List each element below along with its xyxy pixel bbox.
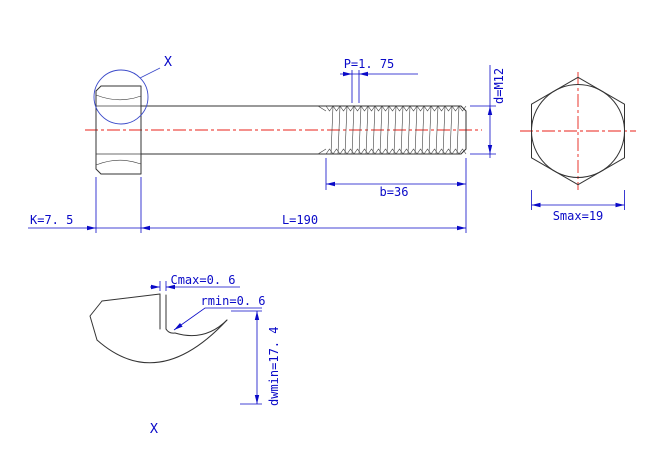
dim-across-flats-text: Smax=19 — [553, 209, 604, 223]
dim-length-arrow-right — [457, 225, 466, 231]
dim-length-text: L=190 — [282, 213, 318, 227]
dim-washer-face-arrow-top — [254, 311, 260, 320]
dim-chamfer-arrow-left — [151, 284, 160, 290]
dim-length-arrow-left — [141, 225, 150, 231]
detail-bearing-surface-arc — [96, 319, 228, 364]
detail-leader-line — [139, 67, 161, 79]
detail-chamfer-lines — [159, 293, 167, 330]
thread-runout-lines — [317, 105, 327, 155]
dim-head-height-arrow-left — [87, 225, 96, 231]
thread-flank-lines — [330, 105, 460, 155]
chamfer-circle — [531, 84, 625, 178]
end-view: Smax=19 — [520, 72, 636, 223]
dim-chamfer-arrow-right — [166, 284, 175, 290]
bolt-head-chamfer-arcs — [95, 94, 142, 166]
bolt-head-face-lines — [96, 105, 141, 155]
dim-pitch: P=1. 75 — [340, 57, 418, 103]
dim-pitch-text: P=1. 75 — [344, 57, 395, 71]
main-view: X P=1. 75 d=M12 b=36 K=7. — [28, 54, 506, 233]
dim-pitch-arrow-right — [359, 71, 368, 77]
dim-chamfer-lines — [150, 281, 240, 291]
dim-washer-face-arrow-bottom — [254, 395, 260, 404]
dim-washer-face-text: dwmin=17. 4 — [267, 327, 281, 406]
dim-across-flats-lines — [531, 190, 625, 210]
dim-washer-face: dwmin=17. 4 — [231, 310, 281, 406]
dim-thread-length-text: b=36 — [380, 185, 409, 199]
dim-across-flats-arrow-left — [531, 202, 541, 208]
dim-length-and-head: K=7. 5 L=190 — [28, 177, 466, 233]
thread-crest-bottom — [325, 148, 467, 155]
dim-chamfer-text: Cmax=0. 6 — [170, 273, 235, 287]
dim-diameter-arrow-top — [487, 106, 493, 115]
dim-chamfer: Cmax=0. 6 — [150, 273, 240, 291]
dim-diameter: d=M12 — [470, 65, 506, 158]
dim-pitch-lines — [340, 70, 418, 103]
dim-fillet-radius: rmin=0. 6 — [173, 294, 266, 331]
bolt-head-outline — [95, 85, 142, 175]
detail-callout-label: X — [164, 54, 172, 70]
detail-view-x: Cmax=0. 6 rmin=0. 6 dwmin=17. 4 X — [89, 273, 281, 437]
bolt-shank-outline — [140, 105, 467, 155]
dim-thread-length-arrow-left — [326, 181, 335, 187]
dim-diameter-arrow-bottom — [487, 145, 493, 154]
detail-head-left-facets — [89, 300, 103, 341]
detail-head-top-edge — [101, 293, 161, 302]
dim-across-flats: Smax=19 — [531, 190, 625, 223]
dim-length-lines — [28, 177, 466, 233]
dim-thread-length-arrow-right — [457, 181, 466, 187]
dim-fillet-text: rmin=0. 6 — [200, 294, 265, 308]
dim-across-flats-arrow-right — [615, 202, 625, 208]
dim-fillet-arrow — [174, 323, 183, 330]
detail-fillet-arc — [165, 328, 176, 334]
dim-washer-face-lines — [231, 310, 262, 405]
dim-thread-length: b=36 — [325, 158, 467, 233]
dim-diameter-text: d=M12 — [492, 68, 506, 104]
detail-circle — [93, 69, 149, 125]
dim-thread-length-lines — [325, 158, 467, 233]
detail-view-label: X — [150, 421, 158, 437]
hex-head-polygon — [531, 76, 625, 186]
dim-fillet-leader — [173, 307, 262, 331]
dim-head-height-text: K=7. 5 — [30, 213, 73, 227]
dim-pitch-arrow-left — [343, 71, 352, 77]
